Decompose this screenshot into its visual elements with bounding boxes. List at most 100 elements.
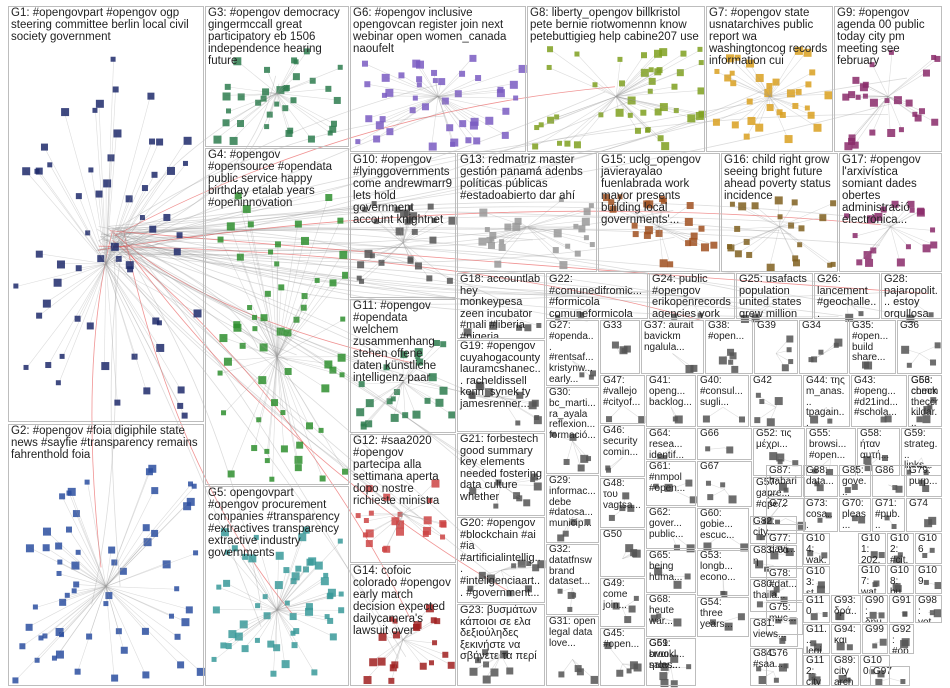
- node: [770, 551, 779, 560]
- group-g87: G87: habari...: [766, 465, 802, 497]
- edge: [500, 476, 534, 485]
- edge: [384, 513, 404, 550]
- node: [524, 585, 532, 593]
- node: [647, 88, 653, 94]
- edge: [890, 203, 911, 227]
- node: [113, 129, 122, 138]
- group-g94: G94: και: [831, 624, 861, 654]
- group-g108: G108: bu...: [887, 565, 914, 594]
- node: [34, 657, 40, 663]
- node: [493, 503, 499, 509]
- group-label: G40: #consul... sugli...: [700, 375, 746, 408]
- node: [256, 417, 262, 423]
- group-label: G110: [806, 595, 825, 617]
- edge: [366, 513, 404, 522]
- edge: [746, 96, 770, 137]
- node: [431, 69, 438, 76]
- node: [233, 57, 242, 66]
- edge: [890, 226, 926, 248]
- node: [289, 613, 297, 621]
- edge: [577, 54, 617, 97]
- node: [274, 101, 280, 107]
- node: [42, 544, 50, 552]
- node: [924, 519, 933, 528]
- node: [267, 640, 275, 648]
- node: [259, 343, 268, 352]
- group-label: G12: #saa2020 #opengov partecipa alla se…: [353, 435, 442, 507]
- edge: [250, 224, 278, 357]
- node: [643, 200, 651, 208]
- node: [574, 51, 580, 57]
- edge: [437, 89, 501, 97]
- node: [724, 622, 733, 631]
- edge: [105, 263, 181, 390]
- node: [270, 670, 277, 677]
- edge: [244, 556, 278, 611]
- node: [469, 393, 476, 400]
- node: [362, 532, 368, 538]
- node: [311, 669, 318, 676]
- group-g70: G70: pleas...: [839, 498, 871, 532]
- edge: [466, 313, 502, 332]
- edge: [276, 564, 319, 611]
- group-g65: G65: being huma...: [646, 550, 696, 593]
- node: [467, 585, 474, 592]
- node: [365, 485, 373, 493]
- group-g13: G13: redmatriz master gestión panamá ade…: [457, 153, 597, 272]
- node: [771, 590, 778, 597]
- node: [846, 644, 853, 651]
- group-label: G22: #comunedifromic... #formicola comun…: [549, 273, 642, 319]
- node: [302, 566, 309, 573]
- node: [676, 69, 684, 77]
- node: [783, 663, 789, 669]
- node: [930, 227, 936, 233]
- group-g39: G39: [754, 320, 798, 374]
- edge: [367, 242, 404, 254]
- node: [730, 80, 737, 87]
- node: [660, 662, 669, 671]
- node: [294, 455, 303, 464]
- node: [147, 92, 155, 100]
- node: [236, 253, 244, 261]
- node: [469, 667, 478, 676]
- edge: [418, 63, 439, 97]
- node: [465, 137, 472, 144]
- node: [930, 241, 938, 249]
- group-label: G36: [900, 320, 919, 331]
- group-label: G24: public #opengov erikopenrecords age…: [652, 273, 731, 319]
- node: [217, 370, 223, 376]
- node: [298, 533, 307, 542]
- edge: [226, 356, 278, 362]
- node: [314, 561, 323, 570]
- edge: [769, 92, 791, 97]
- node: [826, 469, 834, 477]
- edge: [658, 204, 690, 228]
- edge: [113, 236, 675, 263]
- node: [627, 96, 636, 105]
- node: [264, 124, 270, 130]
- edge: [105, 586, 181, 665]
- edge: [549, 67, 617, 97]
- node: [373, 219, 379, 225]
- node: [378, 259, 385, 266]
- edge: [890, 226, 901, 262]
- edge: [112, 227, 895, 314]
- node: [475, 657, 482, 664]
- edge: [477, 654, 502, 661]
- edge: [402, 242, 451, 282]
- group-label: G17: #opengov l'arxivística somiant dade…: [842, 154, 924, 226]
- node: [603, 194, 611, 202]
- edge: [391, 619, 404, 640]
- node: [325, 85, 332, 92]
- node: [627, 112, 633, 118]
- node: [429, 236, 437, 244]
- group-label: G73: cosa...: [806, 498, 833, 531]
- edge: [402, 639, 423, 666]
- node: [755, 560, 764, 569]
- edge: [269, 93, 278, 115]
- node: [562, 530, 569, 537]
- node: [356, 275, 362, 281]
- edge: [402, 513, 444, 538]
- edge: [526, 226, 578, 254]
